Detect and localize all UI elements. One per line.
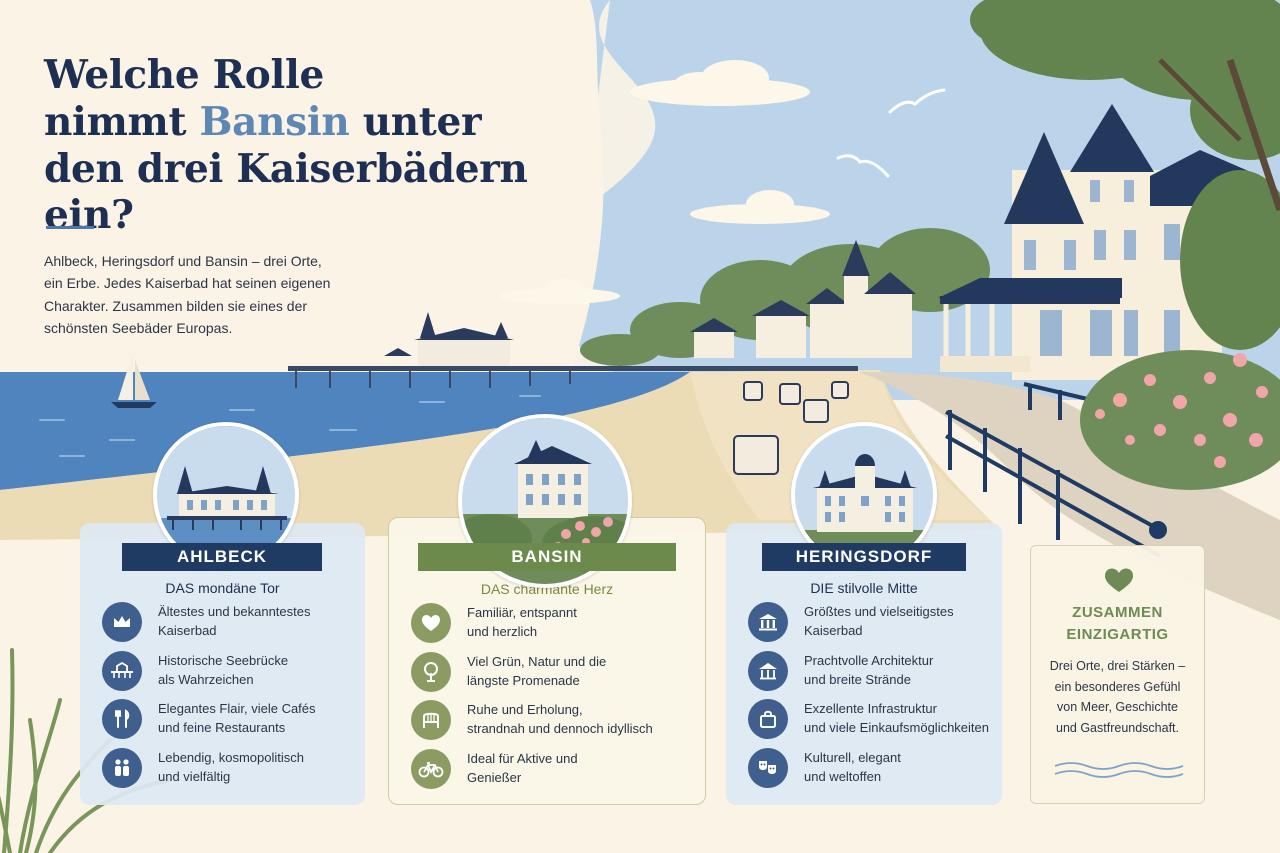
heringsdorf-illustration <box>791 422 937 568</box>
columns-icon <box>748 602 788 642</box>
ribbon-heringsdorf: HERINGSDORF <box>762 543 966 571</box>
card-tagline: DIE stilvolle Mitte <box>810 580 918 596</box>
pier <box>288 312 858 388</box>
theater-masks-icon <box>748 748 788 788</box>
seagull <box>836 88 946 178</box>
title-line-1: Welche Rolle <box>44 52 325 98</box>
intro-line: Ahlbeck, Heringsdorf und Bansin – drei O… <box>44 253 322 269</box>
beach-chair <box>733 381 849 475</box>
crown-icon <box>102 602 142 642</box>
feature-item: Ruhe und Erholung,strandnah und dennoch … <box>411 700 707 740</box>
ribbon-ahlbeck: AHLBECK <box>122 543 322 571</box>
title-line-3: den drei Kaiserbädern ein? <box>44 145 528 239</box>
cutlery-icon <box>102 699 142 739</box>
card-tagline: DAS charmante Herz <box>480 581 614 597</box>
title-divider <box>46 226 94 229</box>
distant-villas <box>690 240 916 358</box>
villa <box>938 104 1260 380</box>
intro-line: ein Erbe. Jedes Kaiserbad hat seinen eig… <box>44 275 331 292</box>
railing <box>945 382 1161 558</box>
bicycle-icon <box>411 749 451 789</box>
page-title: Welche Rolle nimmt Bansin unter den drei… <box>44 52 604 239</box>
sailboat <box>111 352 157 408</box>
feature-text: Ruhe und Erholung,strandnah und dennoch … <box>467 702 653 736</box>
beach-chair-icon <box>411 700 451 740</box>
shopping-bag-icon <box>748 699 788 739</box>
heart-icon <box>1103 566 1135 594</box>
pier-icon <box>102 651 142 691</box>
title-line-2-start: nimmt <box>44 98 200 145</box>
cloud <box>500 60 830 304</box>
intro-line: schönsten Seebäder Europas. <box>44 320 233 337</box>
flower-bush <box>1080 350 1280 490</box>
pavilion-icon <box>748 651 788 691</box>
together-text: Drei Orte, drei Stärken – ein besonderes… <box>1049 659 1186 735</box>
intro-text: Ahlbeck, Heringsdorf und Bansin – drei O… <box>44 250 369 340</box>
ribbon-bansin: BANSIN <box>418 543 676 571</box>
heart-icon <box>411 603 451 643</box>
wave-icon <box>1051 760 1186 780</box>
tree-icon <box>411 652 451 692</box>
title-highlight: Bansin <box>199 98 350 145</box>
title-line-2-end: unter <box>349 98 482 145</box>
card-tagline: DAS mondäne Tor <box>165 580 280 596</box>
people-icon <box>102 748 142 788</box>
intro-line: Charakter. Zusammen bilden sie eines der <box>44 297 308 314</box>
